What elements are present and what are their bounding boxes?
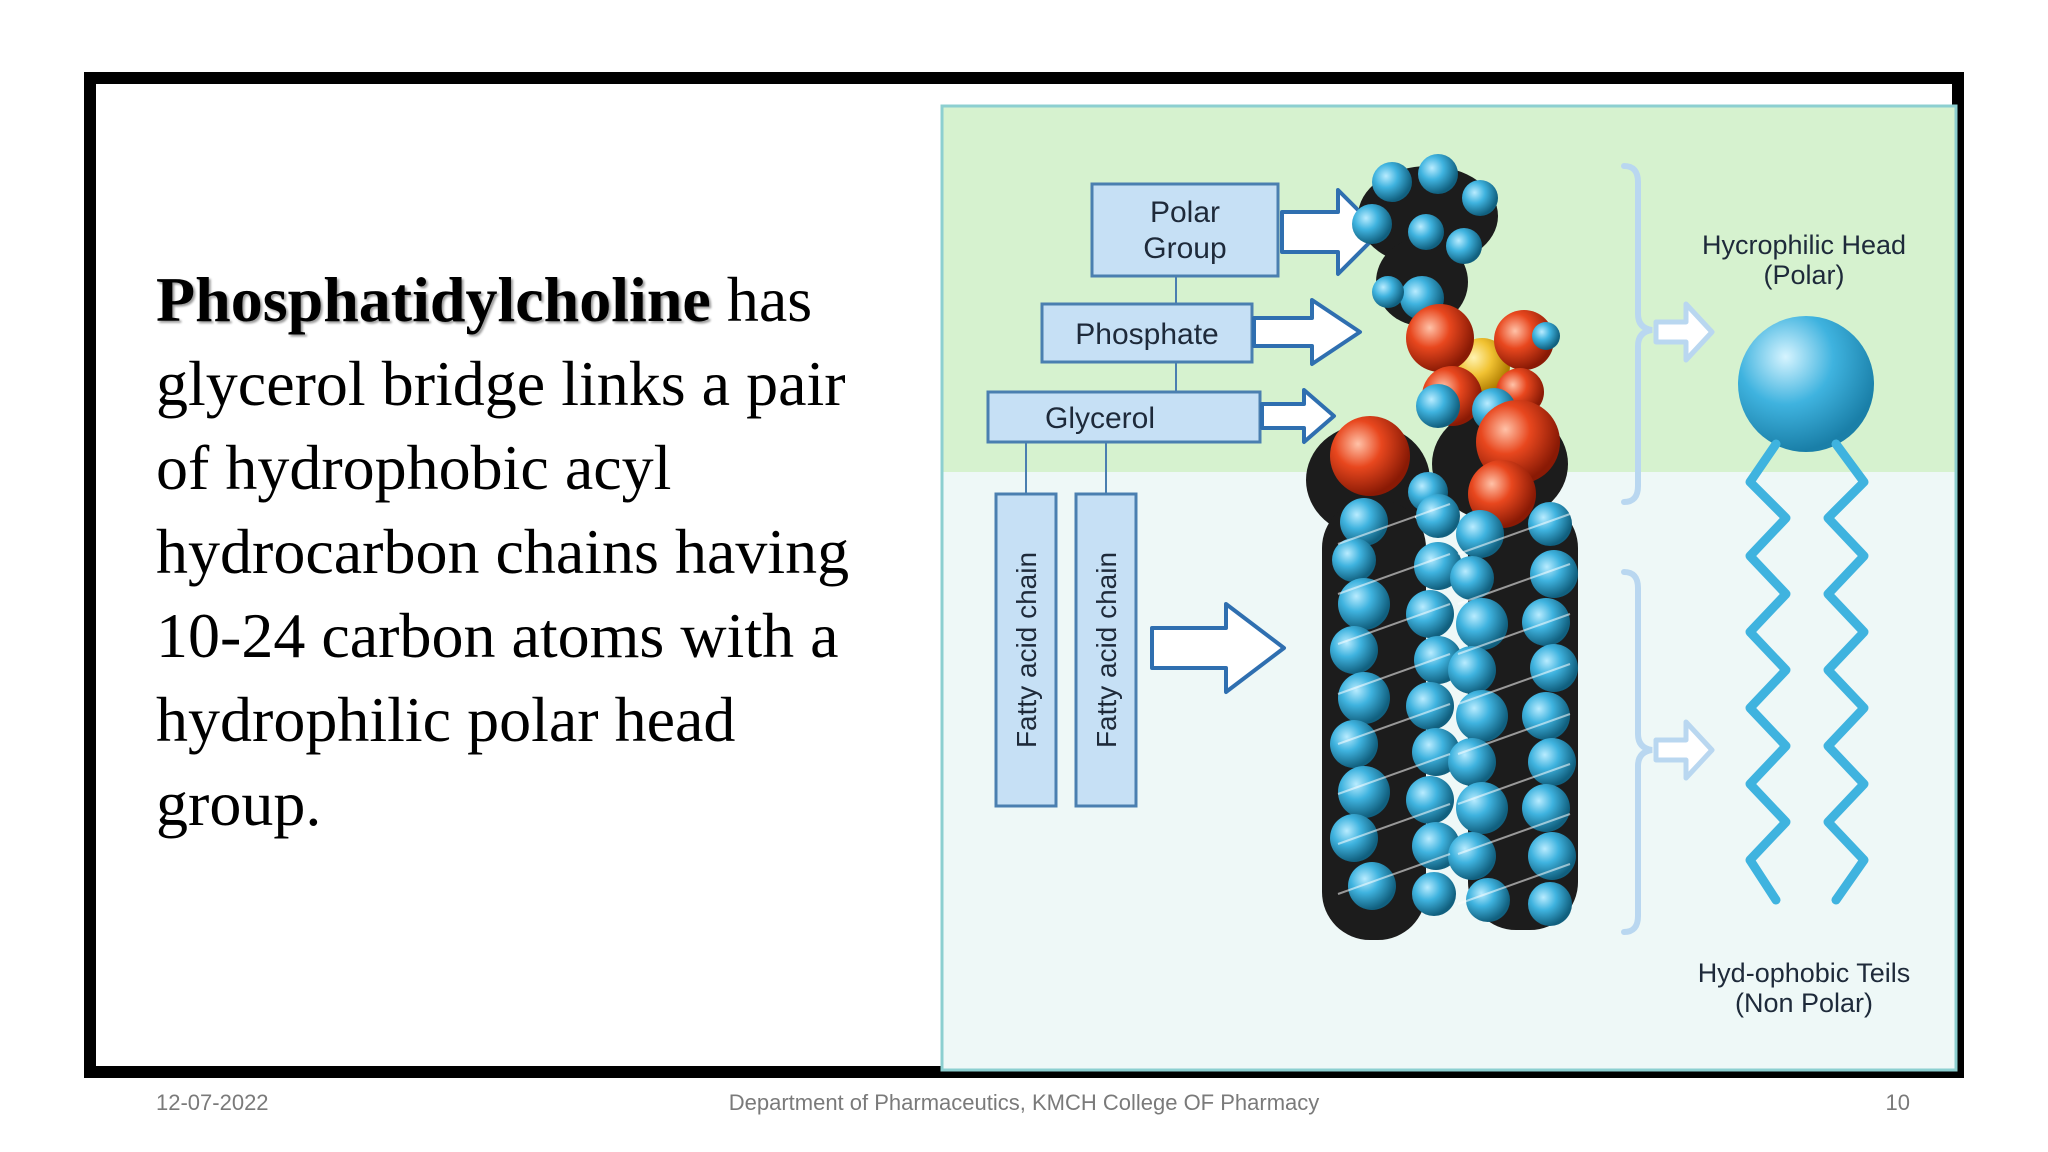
key-term: Phosphatidylcholine xyxy=(156,264,711,335)
arrows xyxy=(1150,188,1382,694)
glycerol-label: Glycerol xyxy=(986,390,1262,444)
svg-text:Hycrophilic Head: Hycrophilic Head xyxy=(1702,230,1906,260)
footer-page-number: 10 xyxy=(1885,1090,1910,1115)
phosphate-label: Phosphate xyxy=(1040,302,1254,364)
svg-text:Glycerol: Glycerol xyxy=(1045,402,1155,435)
braces xyxy=(1621,163,1653,935)
svg-text:Hyd-ophobic Teils: Hyd-ophobic Teils xyxy=(1698,958,1911,988)
footer-date: 12-07-2022 xyxy=(156,1090,269,1115)
svg-text:(Non Polar): (Non Polar) xyxy=(1735,988,1873,1018)
label-connectors xyxy=(1025,276,1177,494)
arrow-phosphate-icon xyxy=(1252,298,1362,366)
arrow-polar-icon xyxy=(1280,188,1382,276)
phospholipid-figure: Polar Group Phosphate Glycerol Fatty aci… xyxy=(940,104,1958,1072)
polar-head-ball xyxy=(1738,316,1874,452)
chain-highlights xyxy=(1337,503,1571,905)
schematic-lipid xyxy=(1738,316,1874,905)
svg-text:Fatty acid chain: Fatty acid chain xyxy=(1011,552,1042,748)
figure-border xyxy=(940,104,1958,1072)
polar-group-label: Polar Group xyxy=(1090,182,1280,278)
fatty-acid-chain-label-1: Fatty acid chain xyxy=(994,492,1058,808)
tail-zigzag-right xyxy=(1823,439,1869,905)
svg-text:Group: Group xyxy=(1143,232,1226,265)
arrow-chains-icon xyxy=(1150,602,1286,694)
tail-zigzag-left xyxy=(1745,439,1791,905)
head-atoms xyxy=(1352,154,1498,320)
svg-text:Fatty acid chain: Fatty acid chain xyxy=(1091,552,1122,748)
tail-brace xyxy=(1621,569,1653,935)
body-paragraph: Phosphatidylcholine has glycerol bridge … xyxy=(156,258,896,846)
molecule-model xyxy=(1306,154,1578,940)
hydrophobic-tails-label: Hyd-ophobic Teils (Non Polar) xyxy=(1698,958,1911,1018)
svg-text:Polar: Polar xyxy=(1150,196,1220,229)
head-brace xyxy=(1621,163,1653,505)
footer-department: Department of Pharmaceutics, KMCH Colleg… xyxy=(728,1090,1320,1115)
svg-text:Phosphate: Phosphate xyxy=(1075,318,1218,351)
fatty-acid-chain-label-2: Fatty acid chain xyxy=(1074,492,1138,808)
svg-text:(Polar): (Polar) xyxy=(1763,260,1844,290)
arrow-glycerol-icon xyxy=(1260,388,1336,444)
body-text: has glycerol bridge links a pair of hydr… xyxy=(156,264,850,839)
hydrophilic-head-label: Hycrophilic Head (Polar) xyxy=(1702,230,1906,290)
brace-arrows xyxy=(1653,301,1715,781)
